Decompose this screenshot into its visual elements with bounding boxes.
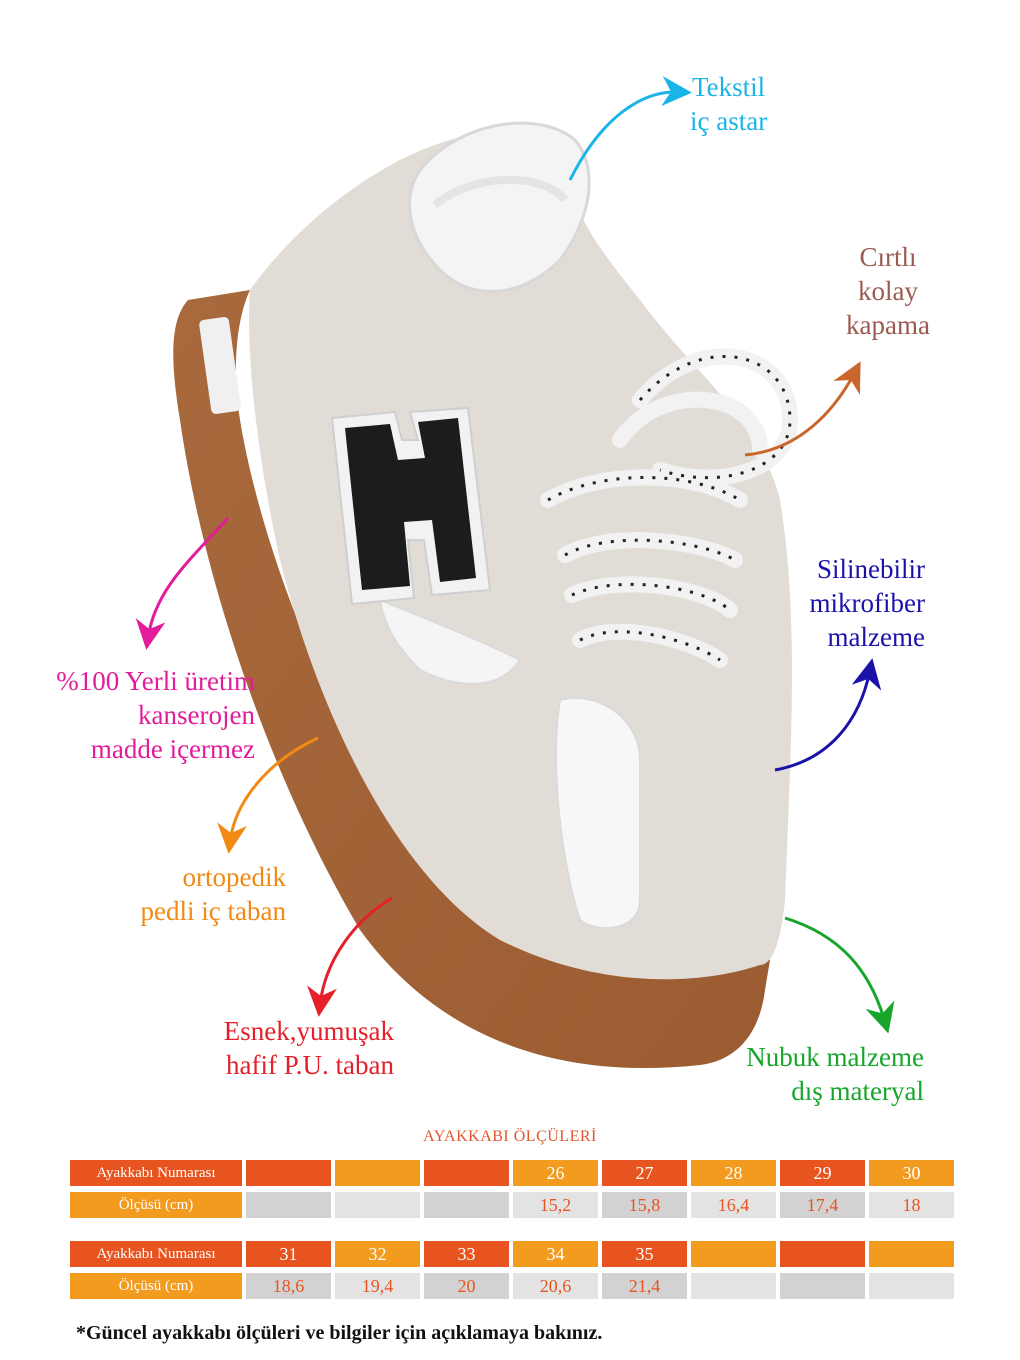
size-cell	[691, 1241, 776, 1267]
size-cell: 26	[513, 1160, 598, 1186]
size-row-1: Ayakkabı Numarası 26 27 28 29 30	[70, 1160, 954, 1186]
row-label-length: Ölçüsü (cm)	[70, 1192, 242, 1218]
footnote: *Güncel ayakkabı ölçüleri ve bilgiler iç…	[76, 1322, 603, 1344]
size-cell	[869, 1241, 954, 1267]
length-cell: 19,4	[335, 1273, 420, 1299]
arrow-yerli	[135, 516, 230, 650]
size-cell: 32	[335, 1241, 420, 1267]
h-logo	[330, 406, 492, 606]
length-cell	[691, 1273, 776, 1299]
length-cell	[246, 1192, 331, 1218]
label-ortopedik: ortopedik pedli iç taban	[140, 862, 286, 926]
shoe-collar	[408, 121, 591, 293]
size-cell	[424, 1160, 509, 1186]
length-cell: 18	[869, 1192, 954, 1218]
length-cell: 15,8	[602, 1192, 687, 1218]
arrow-cirtli	[744, 361, 861, 457]
row-label-length: Ölçüsü (cm)	[70, 1273, 242, 1299]
shoe-upper	[249, 129, 792, 980]
size-cell	[780, 1241, 865, 1267]
length-cell	[869, 1273, 954, 1299]
arrow-esnek	[307, 896, 393, 1017]
size-cell: 30	[869, 1160, 954, 1186]
size-cell: 27	[602, 1160, 687, 1186]
arrow-ortopedik	[217, 736, 319, 854]
size-cell: 34	[513, 1241, 598, 1267]
label-cirtli: Cırtlı kolay kapama	[846, 242, 930, 340]
length-cell: 18,6	[246, 1273, 331, 1299]
label-esnek: Esnek,yumuşak hafif P.U. taban	[223, 1016, 394, 1080]
length-cell	[780, 1273, 865, 1299]
length-cell	[335, 1192, 420, 1218]
length-cell	[424, 1192, 509, 1218]
size-cell: 29	[780, 1160, 865, 1186]
size-cell	[335, 1160, 420, 1186]
length-cell: 20,6	[513, 1273, 598, 1299]
shoe-illustration	[135, 76, 895, 1069]
arrow-nubuk	[784, 916, 895, 1034]
arrow-tekstil	[568, 76, 692, 181]
size-chart-title: AYAKKABI ÖLÇÜLERİ	[423, 1128, 597, 1145]
length-row-2: Ölçüsü (cm) 18,6 19,4 20 20,6 21,4	[70, 1273, 954, 1299]
length-cell: 20	[424, 1273, 509, 1299]
label-yerli: %100 Yerli üretim kanserojen madde içerm…	[56, 666, 255, 764]
length-cell: 16,4	[691, 1192, 776, 1218]
size-cell: 28	[691, 1160, 776, 1186]
length-cell: 15,2	[513, 1192, 598, 1218]
size-cell: 31	[246, 1241, 331, 1267]
length-cell: 17,4	[780, 1192, 865, 1218]
row-label-size: Ayakkabı Numarası	[70, 1241, 242, 1267]
arrow-silinebilir	[774, 658, 882, 772]
size-cell: 33	[424, 1241, 509, 1267]
label-nubuk: Nubuk malzeme dış materyal	[746, 1042, 924, 1106]
length-cell: 21,4	[602, 1273, 687, 1299]
label-silinebilir: Silinebilir mikrofiber malzeme	[809, 554, 925, 652]
length-row-1: Ölçüsü (cm) 15,2 15,8 16,4 17,4 18	[70, 1192, 954, 1218]
size-cell	[246, 1160, 331, 1186]
size-cell: 35	[602, 1241, 687, 1267]
label-tekstil: Tekstil iç astar	[690, 72, 768, 136]
leather-panel	[555, 697, 641, 930]
size-row-2: Ayakkabı Numarası 31 32 33 34 35	[70, 1241, 954, 1267]
row-label-size: Ayakkabı Numarası	[70, 1160, 242, 1186]
